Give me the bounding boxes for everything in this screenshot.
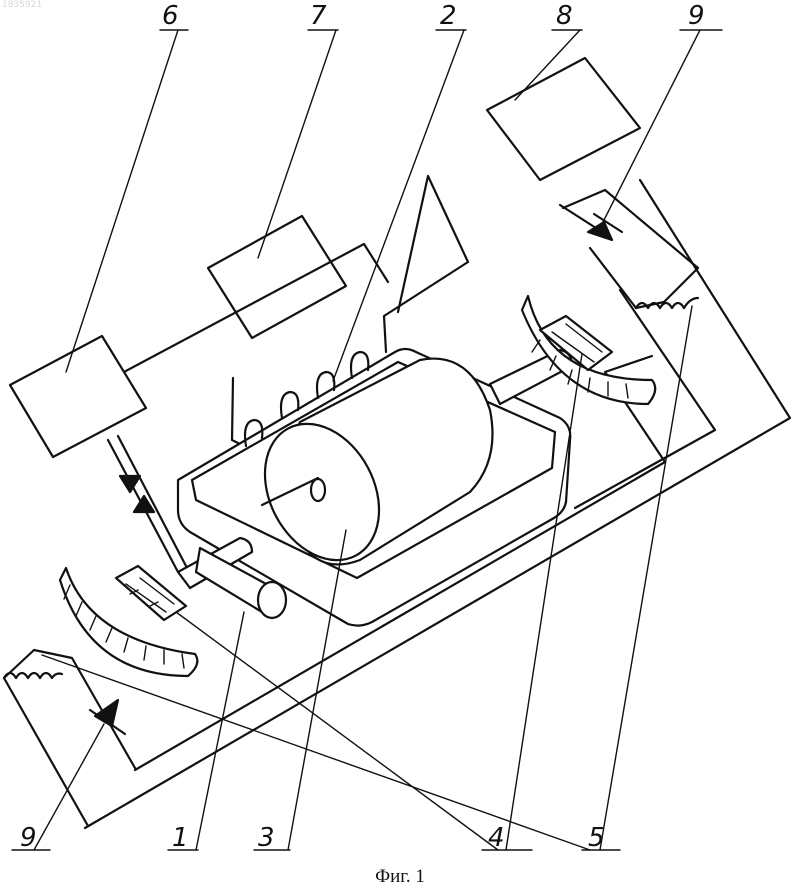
label-4: 4 [488,823,505,853]
shaft-end [311,479,325,501]
wire-7-to-coil [232,378,244,446]
label-6: 6 [162,1,179,31]
diode-upper-lead [560,205,596,228]
label-2: 2 [440,1,457,31]
label-3: 3 [258,823,275,853]
figure-caption: Фиг. 1 [0,866,800,888]
wire-6-to-7 [124,244,388,372]
label-9-bottom: 9 [20,823,37,853]
label-5: 5 [588,823,605,853]
block-8 [487,58,640,180]
label-9-top: 9 [688,1,705,31]
wire-top-right [384,176,468,352]
label-8: 8 [556,1,573,31]
crank-knob [258,582,286,618]
label-1: 1 [172,823,189,853]
block-6 [10,336,146,457]
heater-coil-lower [4,673,62,678]
block-7 [208,216,346,338]
diode-mid-icon [120,476,140,492]
heater-upper-right [563,190,698,308]
wire-6-down-b [118,436,186,566]
label-7: 7 [310,1,327,31]
heater-lower-left-outer [4,678,88,826]
